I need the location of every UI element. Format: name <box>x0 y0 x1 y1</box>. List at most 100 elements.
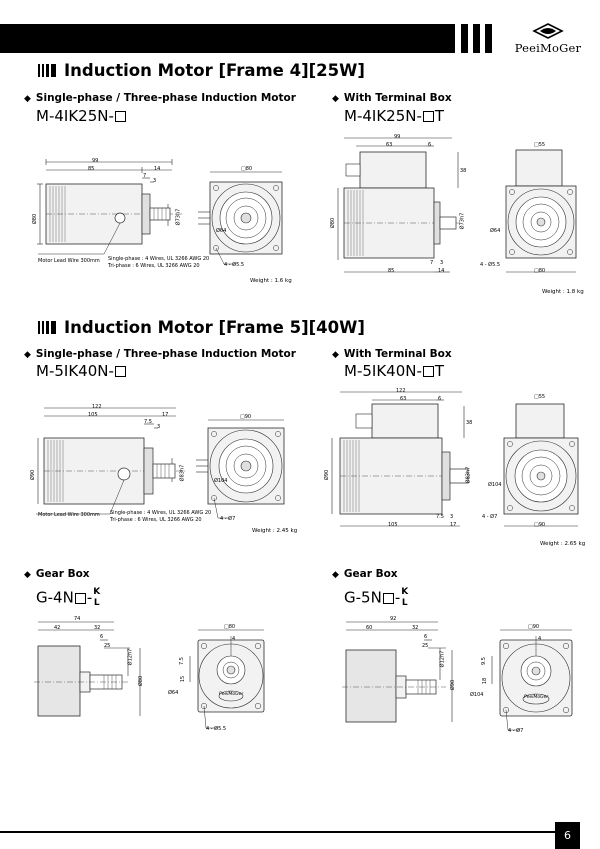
header-bar <box>0 24 455 53</box>
dim-label: 32 <box>94 625 101 631</box>
dim-label: 7.5 <box>178 657 185 665</box>
dim-label: 4 <box>232 636 236 642</box>
dim-label: Ø73h7 <box>459 212 466 230</box>
drawing-frame5-side: 122 105 17 7.5 3 Ø90 Ø83h7 <box>30 402 195 522</box>
diamond-bullet-icon: ◆ <box>332 350 339 360</box>
dim-label: 3 <box>450 514 454 520</box>
dim-label: 4 - Ø5.5 <box>480 262 501 268</box>
gearbox-logo: PeeiMoGer <box>219 692 244 697</box>
dim-label: 38 <box>466 420 473 426</box>
model-frame5-motor: M-5IK40N- <box>36 362 127 380</box>
title-bars-icon <box>38 321 56 334</box>
dim-label: Ø83h7 <box>179 464 186 482</box>
dim-label: Ø90 <box>30 469 37 481</box>
model-frame4-terminal: M-4IK25N-T <box>344 107 445 125</box>
dim-label: 17 <box>162 412 169 418</box>
dim-label: 38 <box>460 168 467 174</box>
dim-label: □80 <box>241 166 253 172</box>
subhead-frame5-motor: ◆Single-phase / Three-phase Induction Mo… <box>24 348 296 360</box>
dim-label: 63 <box>386 142 393 148</box>
placeholder-box-icon <box>114 111 126 122</box>
dim-label: □80 <box>224 624 236 630</box>
dim-label: □80 <box>534 268 546 274</box>
dim-label: 3 <box>153 178 157 184</box>
drawing-frame5-front: □90 Ø104 4 - Ø7 <box>196 414 296 528</box>
drawing-frame4-side: 99 85 14 7 3 Ø80 Ø73h7 <box>32 156 192 276</box>
dim-label: 9.5 <box>480 657 487 665</box>
dim-label: 14 <box>154 166 161 172</box>
dim-label: 85 <box>388 268 395 274</box>
dim-label: Ø12h7 <box>127 648 134 666</box>
dim-label: Ø64 <box>216 228 227 234</box>
dim-label: 4 - Ø7 <box>220 516 236 522</box>
dim-label: 99 <box>394 134 401 140</box>
section-title-text: Induction Motor [Frame 4][25W] <box>64 61 365 80</box>
dim-label: Ø83h7 <box>465 466 472 484</box>
weight-label: Weight : 2.65 kg <box>540 541 586 547</box>
dim-label: 7.5 <box>144 419 152 425</box>
dim-label: Ø90 <box>324 469 331 481</box>
gearbox-logo: PeeiMoGer <box>524 695 549 700</box>
subhead-frame4-terminal: ◆With Terminal Box <box>332 92 452 104</box>
wire-spec-label: Single-phase : 4 Wires, UL 3266 AWG 20 T… <box>110 510 212 523</box>
placeholder-box-icon <box>422 366 434 377</box>
dim-label: □90 <box>528 624 540 630</box>
diamond-bullet-icon: ◆ <box>332 94 339 104</box>
dim-label: Ø104 <box>488 482 502 488</box>
wire-spec-label: Single-phase : 4 Wires, UL 3266 AWG 20 T… <box>108 256 210 269</box>
drawing-frame5-terminal-side: 122 63 6 38 Ø90 Ø83h7 7.5 3 105 17 <box>324 386 476 536</box>
page-number: 6 <box>555 822 580 849</box>
section-title-frame4: Induction Motor [Frame 4][25W] <box>38 61 365 80</box>
dim-label: 105 <box>88 412 98 418</box>
diamond-bullet-icon: ◆ <box>24 350 31 360</box>
dim-label: 122 <box>92 404 102 410</box>
subhead-frame5-terminal: ◆With Terminal Box <box>332 348 452 360</box>
dim-label: 15 <box>180 675 187 683</box>
drawing-frame4-terminal-side: 99 63 6 38 Ø80 Ø73h7 7 3 85 14 <box>330 132 470 282</box>
dim-label: 4 - Ø7 <box>508 728 524 734</box>
dim-label: 14 <box>438 268 445 274</box>
dim-label: 60 <box>366 625 373 631</box>
dim-label: 17 <box>450 522 457 528</box>
dim-label: Ø80 <box>330 217 337 229</box>
dim-label: Ø64 <box>490 228 501 234</box>
drawing-gearbox5-front: □90 4 9.5 18 Ø104 4 - Ø7 PeeiMoGer <box>470 624 582 738</box>
brand-logo: PeeiMoGer <box>500 22 596 56</box>
drawing-gearbox4-front: □80 4 7.5 15 Ø64 4 - Ø5.5 PeeiMoGer <box>168 624 276 736</box>
dim-label: 25 <box>104 643 111 649</box>
dim-label: Ø104 <box>214 478 228 484</box>
dim-label: 6 <box>428 142 432 148</box>
dim-label: 85 <box>88 166 95 172</box>
brand-name: PeeiMoGer <box>514 41 582 55</box>
dim-label: Ø80 <box>32 213 39 225</box>
dim-label: 18 <box>482 677 489 685</box>
drawing-frame4-front: □80 Ø64 4 - Ø5.5 <box>196 166 296 278</box>
dim-label: 7 <box>143 173 147 179</box>
weight-label: Weight : 2.45 kg <box>252 528 298 534</box>
header-stripe <box>485 24 492 53</box>
model-frame4-motor: M-4IK25N- <box>36 107 127 125</box>
drawing-frame5-terminal-front: □55 □90 Ø104 4 - Ø7 <box>482 392 590 532</box>
dim-label: Ø90 <box>450 679 457 691</box>
placeholder-box-icon <box>114 366 126 377</box>
drawing-frame4-terminal-front: □55 □80 Ø64 4 - Ø5.5 <box>480 138 588 278</box>
placeholder-box-icon <box>382 592 394 604</box>
dim-label: Ø64 <box>168 690 179 696</box>
footer-rule <box>0 831 555 833</box>
drawing-gearbox4-side: 74 42 32 6 25 Ø12h7 Ø80 <box>34 614 164 724</box>
weight-label: Weight : 1.8 kg <box>542 289 584 295</box>
dim-label: 7.5 <box>436 514 444 520</box>
dim-label: 122 <box>396 388 406 394</box>
header-stripe <box>461 24 468 53</box>
dim-label: 6 <box>438 396 442 402</box>
dim-label: 3 <box>440 260 444 266</box>
dim-label: 4 <box>538 636 542 642</box>
subhead-gearbox-5: ◆Gear Box <box>332 568 398 580</box>
dim-label: 25 <box>422 643 429 649</box>
dim-label: 4 - Ø7 <box>482 514 498 520</box>
header-stripe <box>473 24 480 53</box>
